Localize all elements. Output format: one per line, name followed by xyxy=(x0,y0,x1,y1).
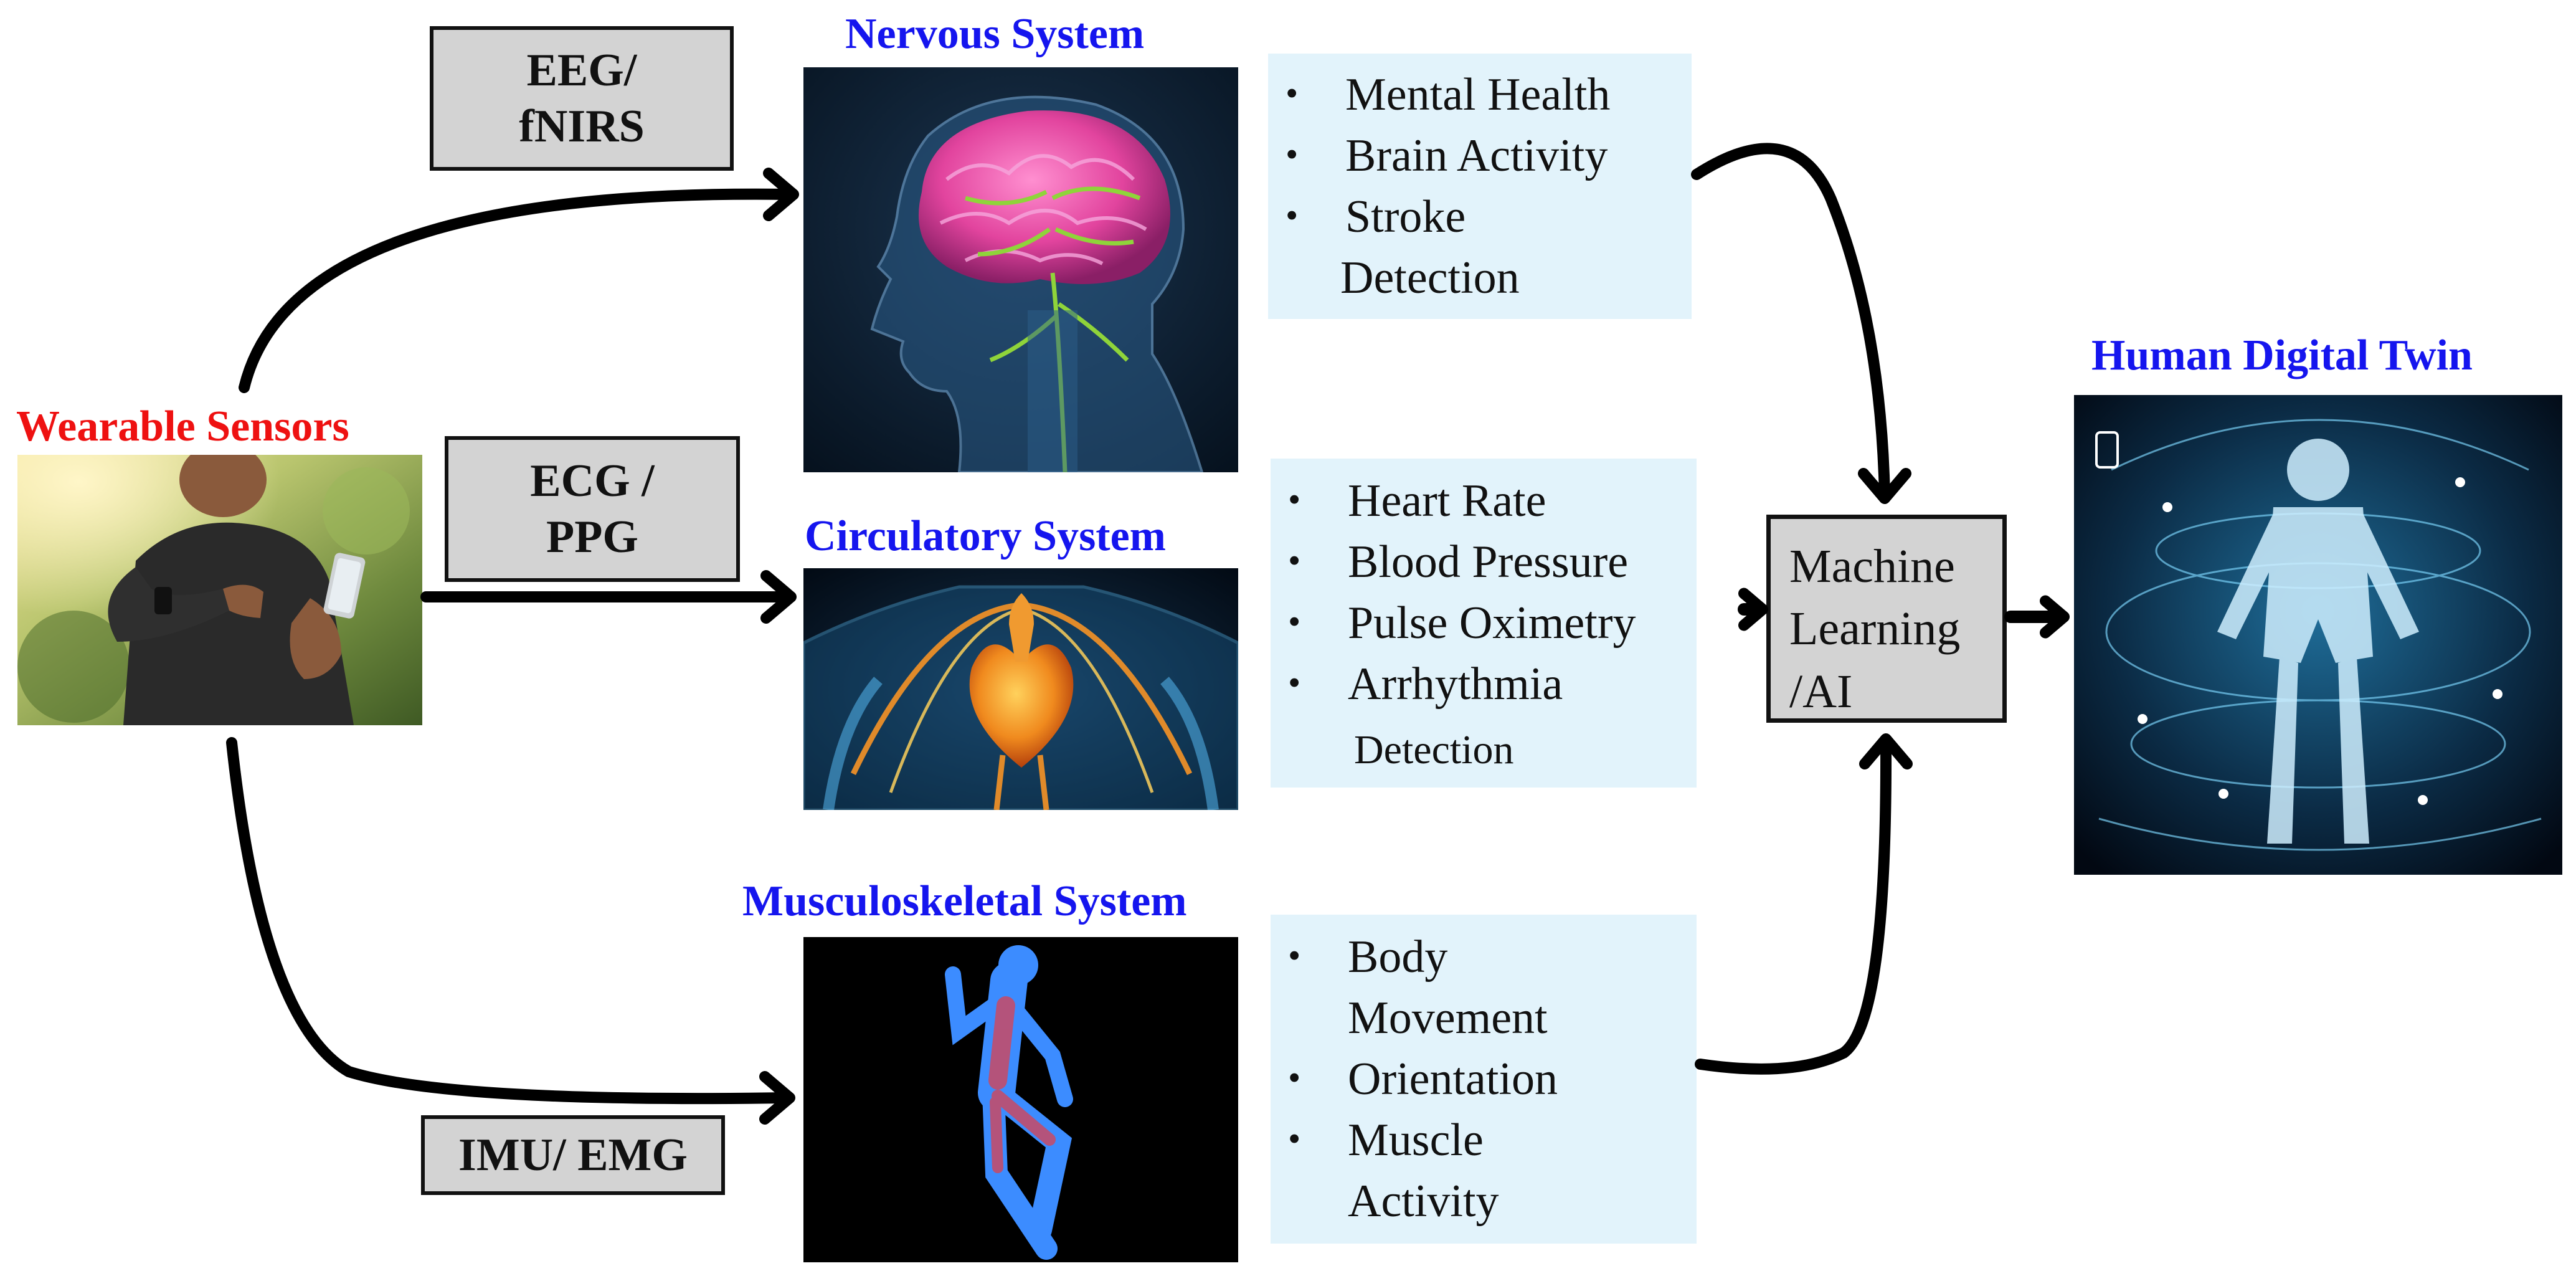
bullet: • xyxy=(1288,935,1301,976)
machine-learning-ai-box: Machine Learning /AI xyxy=(1766,515,2007,723)
output-detection: Detection xyxy=(1340,252,1520,303)
output-heart-rate: Heart Rate xyxy=(1348,475,1546,526)
human-digital-twin-image xyxy=(2074,395,2562,875)
eeg-label: EEG/ xyxy=(526,44,637,96)
ppg-label: PPG xyxy=(546,512,638,563)
bullet: • xyxy=(1288,540,1301,581)
ml-line-ai: /AI xyxy=(1789,665,1853,718)
bullet: • xyxy=(1286,134,1299,174)
arrow-head-musculoskeletal xyxy=(759,1071,795,1125)
imu-emg-label: IMU/ EMG xyxy=(458,1129,688,1181)
output-pulse-oximetry: Pulse Oximetry xyxy=(1348,598,1636,649)
circulatory-outputs-box: • Heart Rate • Blood Pressure • Pulse Ox… xyxy=(1271,459,1697,788)
ecg-label: ECG / xyxy=(530,455,655,507)
output-stroke: Stroke xyxy=(1345,191,1466,242)
bullet: • xyxy=(1288,1118,1301,1159)
arrow-head-digital-twin xyxy=(2040,595,2070,639)
output-arrhythmia: Arrhythmia xyxy=(1348,659,1563,710)
output-blood-pressure: Blood Pressure xyxy=(1348,536,1629,588)
output-detection: Detection xyxy=(1354,727,1514,773)
bullet: • xyxy=(1286,195,1299,236)
nervous-system-title: Nervous System xyxy=(845,10,1145,58)
circulatory-system-image xyxy=(803,568,1238,810)
arrow-head-circulatory-ml xyxy=(1738,588,1768,631)
circulatory-system-title: Circulatory System xyxy=(805,512,1166,560)
musculoskeletal-system-title: Musculoskeletal System xyxy=(742,877,1187,925)
bullet: • xyxy=(1288,601,1301,642)
ml-line-machine: Machine xyxy=(1789,540,1955,593)
output-mental-health: Mental Health xyxy=(1345,69,1611,120)
arrow-head-musculo-ml xyxy=(1859,733,1913,769)
arrow-to-nervous-system xyxy=(239,188,797,393)
ml-line-learning: Learning xyxy=(1789,602,1961,655)
eeg-fnirs-box: EEG/ fNIRS xyxy=(430,26,734,171)
output-body: Body xyxy=(1348,931,1448,983)
bullet: • xyxy=(1286,73,1299,113)
output-muscle: Muscle xyxy=(1348,1115,1484,1166)
fnirs-label: fNIRS xyxy=(519,101,645,152)
arrow-nervous-to-ml xyxy=(1691,143,1890,502)
nervous-outputs-box: • Mental Health • Brain Activity • Strok… xyxy=(1268,54,1692,319)
output-orientation: Orientation xyxy=(1348,1054,1558,1105)
bullet: • xyxy=(1288,662,1301,703)
output-brain-activity: Brain Activity xyxy=(1345,130,1608,181)
arrow-to-musculoskeletal-system xyxy=(226,737,793,1105)
wearable-sensors-title: Wearable Sensors xyxy=(16,402,349,450)
bullet: • xyxy=(1288,1057,1301,1098)
arrow-head-nervous-ml xyxy=(1858,468,1911,504)
arrow-head-nervous xyxy=(763,168,799,221)
imu-emg-box: IMU/ EMG xyxy=(421,1115,725,1195)
wearable-sensor-photo xyxy=(17,455,422,725)
output-activity: Activity xyxy=(1348,1176,1499,1227)
nervous-system-image xyxy=(803,67,1238,472)
arrow-head-circulatory xyxy=(760,570,797,624)
musculoskeletal-system-image xyxy=(803,937,1238,1262)
bullet: • xyxy=(1288,479,1301,520)
musculoskeletal-outputs-box: • Body Movement • Orientation • Muscle A… xyxy=(1271,915,1697,1244)
human-digital-twin-title: Human Digital Twin xyxy=(2091,331,2473,379)
arrow-musculo-to-ml xyxy=(1695,736,1892,1075)
output-movement: Movement xyxy=(1348,993,1548,1044)
ecg-ppg-box: ECG / PPG xyxy=(445,436,740,582)
